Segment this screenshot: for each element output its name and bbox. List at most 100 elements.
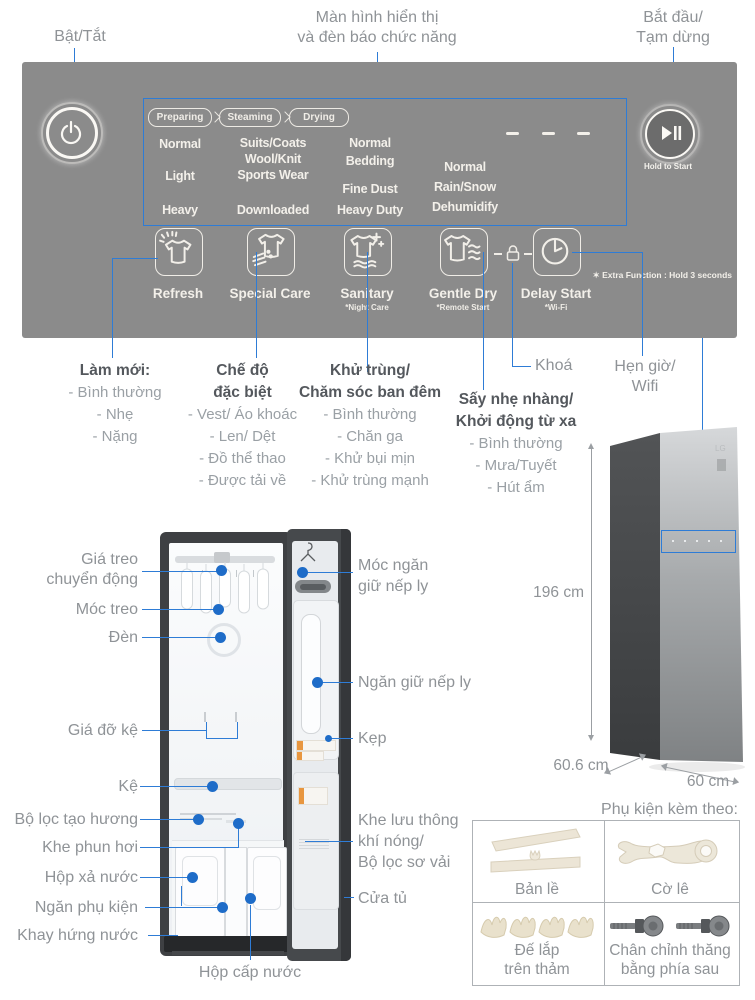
drawer-window [182,856,218,906]
gentle-dry-button[interactable] [440,228,488,276]
special-care-button[interactable] [247,228,295,276]
shelf-support [204,712,206,722]
program-wool-knit: Wool/Knit [244,152,302,166]
timer-callout-line2: Wifi [631,378,659,395]
part-label-line: Kẹp [358,730,387,747]
display-area [143,98,627,226]
height-dimension-line [591,448,592,736]
delay-start-connector-line [642,252,643,356]
styler-base [164,936,294,952]
lock-callout-label: Khoá [535,357,573,374]
part-label-line: giữ nếp ly [358,578,429,595]
program-heavy-duty: Heavy Duty [336,203,404,217]
program-dehumidify: Dehumidify [431,200,499,214]
accessory-caption-line: bằng phía sau [620,961,720,978]
front-control-panel-outline [661,530,736,553]
arrow-up-icon [588,443,594,449]
leveling-feet-image [610,915,730,937]
part-label-line: Ngăn giữ nếp ly [358,674,471,691]
program-normal-2: Normal [349,136,391,150]
shelf [174,778,282,790]
wrench-image [617,839,718,864]
group-item: - Hút ẩm [487,479,545,496]
feature-group-refresh: Làm mới: - Bình thường - Nhẹ - Nặng [40,360,190,448]
marker-dot [245,893,256,904]
timer-callout-label: Hẹn giờ/ Wifi [595,357,695,397]
group-item: - Nhẹ [96,406,134,423]
pointer-line [250,905,251,960]
accessory-caption-leveling-feet: Chân chỉnh thăng bằng phía sau [604,941,736,979]
closed-styler: LG [610,427,745,772]
start-callout-line1: Bắt đầu/ [643,9,703,26]
marker-dot [216,565,227,576]
group-item: - Nặng [92,428,138,445]
pointer-line [344,897,354,898]
part-label-line: Ngăn phụ kiện [34,899,138,916]
lock-connector-line [512,366,531,367]
group-item: - Đồ thể thao [199,450,286,467]
pointer-line [142,637,216,638]
group-item: - Vest/ Áo khoác [187,406,298,423]
timer-callout-line1: Hẹn giờ/ [614,358,676,375]
pointer-line [145,907,218,908]
marker-dot [193,814,204,825]
group-item: - Được tải về [198,472,287,489]
start-pause-button[interactable] [640,104,700,164]
part-label-line: chuyển động [46,571,138,588]
part-label-crease-hook: Móc ngăn giữ nếp ly [358,555,428,597]
hangers [181,562,269,614]
sanitary-button[interactable] [344,228,392,276]
part-label-line: Móc ngăn [358,557,429,574]
pointer-bracket [206,738,238,739]
pointer-line [140,877,188,878]
pointer-bracket [237,722,238,739]
accessory-caption-hinge: Bản lề [515,881,559,898]
hinge-image [490,828,581,873]
program-sports-wear: Sports Wear [237,168,309,182]
part-label-line: Bộ lọc tạo hương [14,811,139,828]
refresh-button[interactable] [155,228,203,276]
pointer-line [140,786,208,787]
rack-tick [236,570,237,577]
delay-start-clock-icon [541,237,569,265]
pointer-line [142,571,218,572]
group-title: Chế độ [216,362,269,379]
marker-dot [213,604,224,615]
power-icon [60,120,82,145]
indicator-dash-icon [506,132,519,135]
play-pause-icon [662,126,682,140]
carpet-feet-image [480,916,594,938]
air-vent-grill [299,837,329,849]
scent-filter [180,813,236,815]
extra-function-note: ✶ Extra Function : Hold 3 seconds [592,270,732,280]
pointer-line [322,682,353,683]
group-item: - Chăn ga [337,428,403,445]
marker-dot [312,677,323,688]
part-label-line: Bộ lọc sơ vải [358,854,451,871]
part-label-scent-filter: Bộ lọc tạo hương [0,810,139,830]
accessory-caption-line: trên thảm [504,961,570,978]
door-edge [341,529,351,961]
part-label-water-tank: Hộp cấp nước [198,964,302,981]
pointer-line [305,841,353,842]
pointer-bracket [206,722,207,739]
group-item: - Bình thường [323,406,417,423]
door-handle[interactable] [295,580,331,593]
pointer-line [142,609,214,610]
pointer-line [148,935,178,936]
part-label-shelf: Kệ [0,777,138,797]
refresh-label: Refresh [152,286,204,301]
power-button[interactable] [41,102,103,164]
door-sticker [296,740,336,751]
part-label-line: Hộp xả nước [44,869,138,886]
accessory-caption-carpet-feet: Đế lắp trên thảm [487,941,587,979]
sanitary-connector-line [367,252,368,372]
stage-tag-drying: Drying [289,108,349,127]
feature-group-special-care: Chế độ đặc biệt - Vest/ Áo khoác - Len/ … [165,360,320,492]
door-sticker [298,787,328,805]
lock-icon[interactable] [505,243,521,263]
feature-group-sanitary: Khử trùng/ Chăm sóc ban đêm - Bình thườn… [288,360,452,492]
shelf-support [235,712,237,722]
marker-dot [297,567,308,578]
pants-press-window [301,614,321,734]
